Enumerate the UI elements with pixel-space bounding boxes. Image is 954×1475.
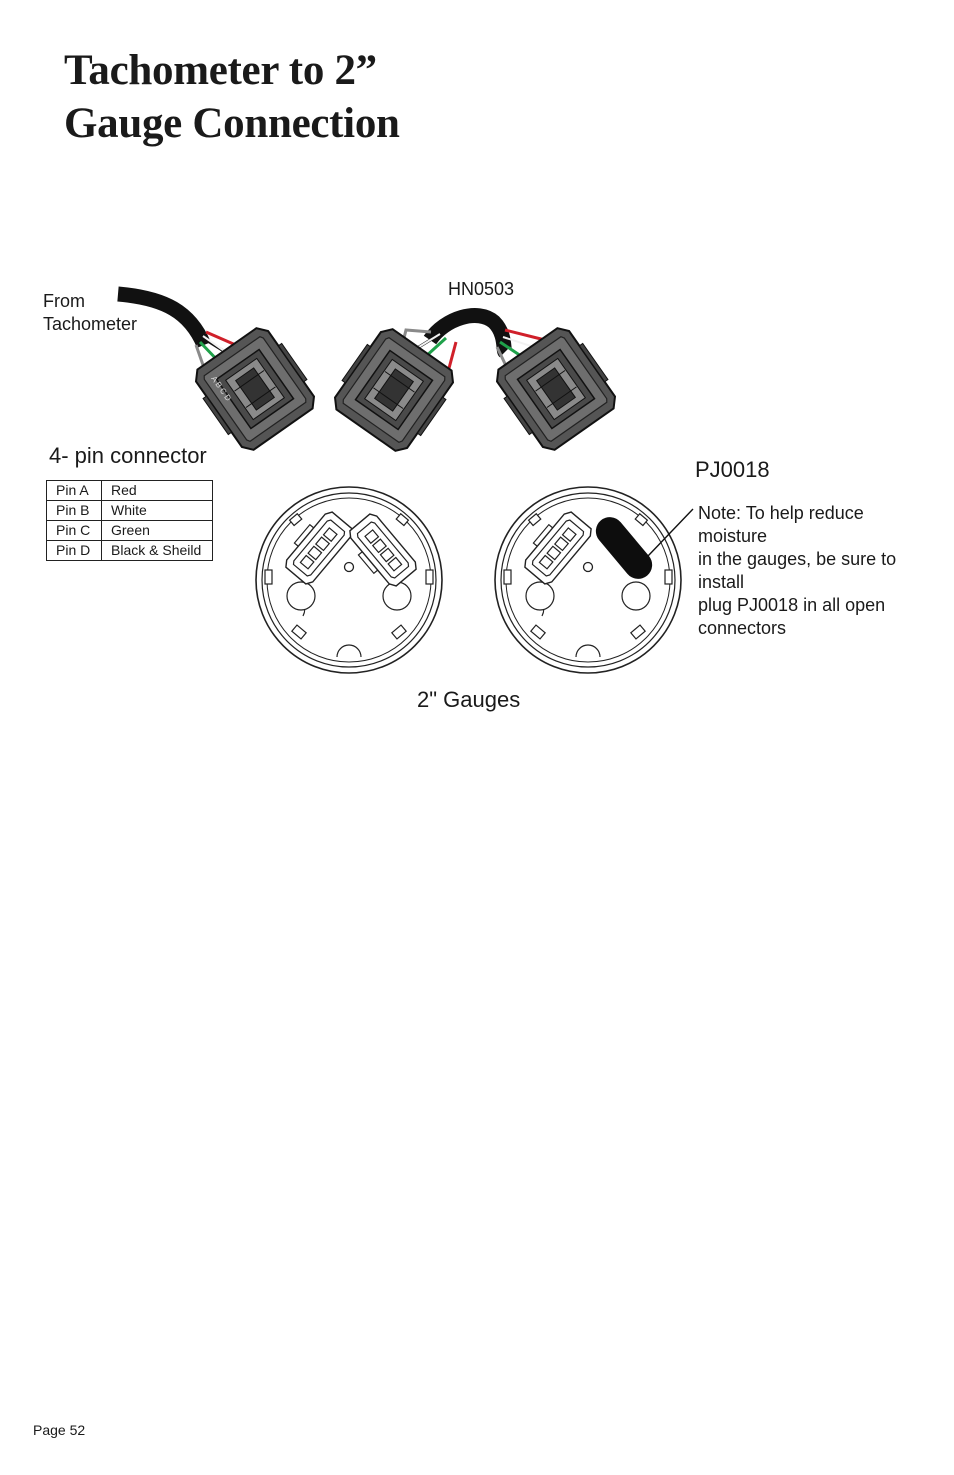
title-line-2: Gauge Connection bbox=[64, 100, 400, 147]
plug-part-label: PJ0018 bbox=[695, 457, 770, 482]
wiring-diagram: A B C D bbox=[117, 286, 694, 674]
from-tachometer-label: From Tachometer bbox=[43, 291, 138, 334]
pj0018-plug bbox=[595, 517, 653, 579]
gauge-right bbox=[494, 486, 682, 674]
title-line-1: Tachometer to 2” bbox=[64, 47, 377, 94]
harness-cable bbox=[423, 308, 512, 358]
moisture-note: Note: To help reduce moisture in the gau… bbox=[698, 503, 897, 638]
pin-table-title: 4- pin connector bbox=[49, 443, 207, 468]
tachometer-connector: A B C D bbox=[186, 320, 324, 458]
harness-part-label: HN0503 bbox=[448, 279, 515, 299]
page-title: Tachometer to 2” Gauge Connection bbox=[64, 44, 400, 150]
page-number: Page 52 bbox=[33, 1422, 86, 1438]
tachometer-cable bbox=[117, 286, 211, 349]
gauge-left bbox=[255, 486, 443, 674]
gauges-caption: 2" Gauges bbox=[417, 687, 521, 712]
plug-leader-line bbox=[647, 508, 694, 557]
